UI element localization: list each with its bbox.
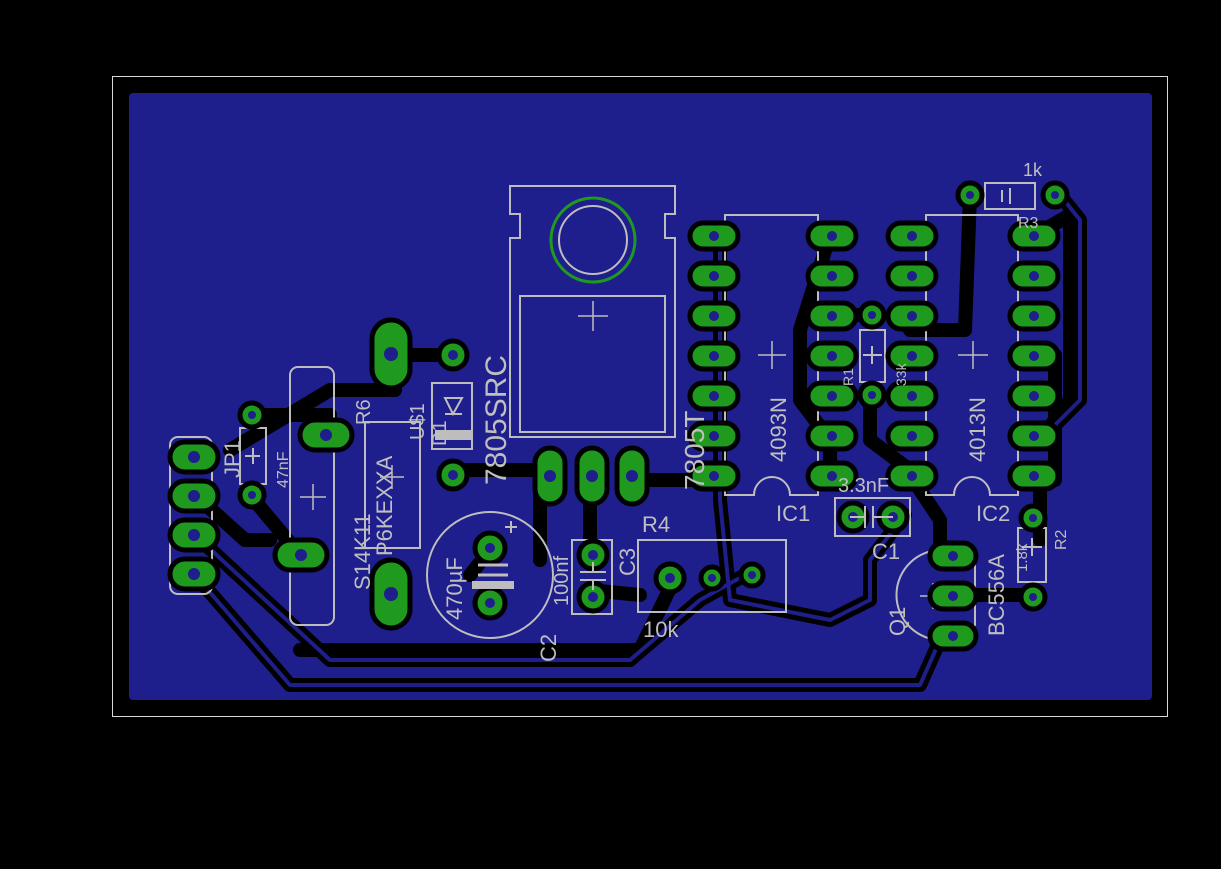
ic2-part-label: 4013N [965, 397, 990, 462]
c1-name-label: C1 [872, 539, 900, 564]
regulator-name-label: 7805SRC [480, 355, 513, 485]
c3-name-label: C3 [615, 548, 640, 576]
d1-name-label: D1 [429, 420, 451, 446]
round-pads [237, 180, 1070, 621]
c1-value-label: 3.3nF [838, 475, 889, 497]
ic1-name-label: IC1 [776, 501, 810, 526]
q1-name-label: Q1 [885, 607, 910, 636]
regulator-mount-hole [558, 205, 628, 275]
component-symbols [245, 188, 1042, 590]
silkscreen-outlines [169, 182, 1047, 641]
ic2-name-label: IC2 [976, 501, 1010, 526]
s1-name-label: S14K11 [350, 513, 375, 590]
c2-name-label: C2 [536, 634, 561, 662]
r1-value-label: 33k [893, 362, 909, 386]
silkscreen-labels: 1k R3 4093N IC1 4013N IC2 R1 33k 3.3nF C… [220, 160, 1070, 662]
ic2-outline [925, 214, 1019, 496]
c4-value-label: 47nF [275, 451, 292, 488]
regulator-part-label: 7805T [679, 411, 710, 490]
regulator-mount-ring [549, 196, 637, 284]
u2-part-label: P6KEXXA [372, 455, 397, 556]
r4-name-label: R4 [642, 512, 670, 537]
u1-name-label: U$1 [407, 403, 429, 440]
drill-holes [188, 191, 1059, 641]
c2-outline [426, 511, 554, 639]
regulator-outline [509, 185, 676, 438]
r4-value-label: 10k [643, 617, 679, 642]
q1-part-label: BC556A [984, 554, 1009, 636]
regulator-tab [519, 295, 666, 433]
r2-name-label: R2 [1053, 529, 1070, 550]
jp1-outline [169, 436, 213, 595]
r3-outline [984, 182, 1036, 210]
ic1-outline [724, 214, 819, 496]
r6-name-label: R6 [353, 399, 375, 425]
jp1-name-label: JP1 [220, 440, 245, 478]
u1-outline [364, 421, 421, 549]
s1-varistor-outline [289, 366, 335, 626]
board-outline [112, 76, 1168, 717]
d1-outline [431, 382, 473, 450]
c3-value-label: 100nf [551, 556, 573, 606]
r3-name-label: R3 [1018, 215, 1039, 232]
c1-outline [834, 497, 911, 537]
r1-name-label: R1 [840, 368, 856, 386]
c2-value-label: 470µF [442, 557, 467, 620]
r2-value-label: 1.8k [1014, 543, 1031, 572]
ic1-part-label: 4093N [766, 397, 791, 462]
origin-crosses [300, 301, 988, 609]
r4-outline [637, 539, 787, 613]
r3-value-label: 1k [1023, 160, 1043, 180]
